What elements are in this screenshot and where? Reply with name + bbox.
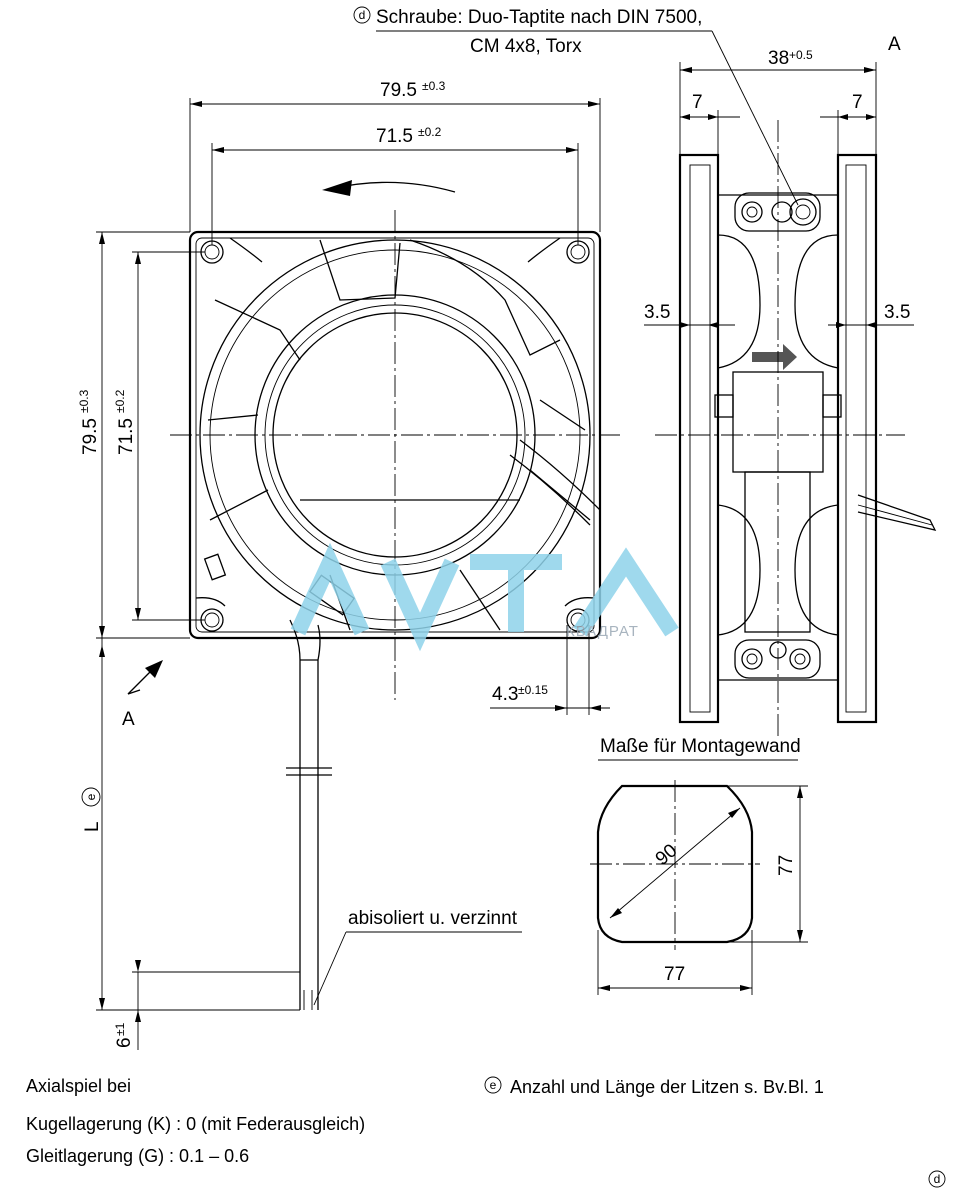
dim-outer-width: 79.5 xyxy=(380,80,417,101)
dim-flange-right: 7 xyxy=(852,92,863,113)
watermark-logo: КВАДРАТ xyxy=(290,542,679,652)
cutout-width: 77 xyxy=(664,964,685,985)
dim-outer-height-tol: ±0.3 xyxy=(77,389,91,413)
axial-title: Axialspiel bei xyxy=(26,1076,131,1096)
screw-note-marker-d: d xyxy=(359,8,366,22)
panel-cutout: Maße für Montagewand 90 77 77 xyxy=(590,736,808,995)
svg-text:e: e xyxy=(84,793,98,800)
svg-text:e: e xyxy=(490,1078,497,1092)
rotation-arrow xyxy=(334,181,456,193)
fan-side-view xyxy=(655,120,937,740)
screw-note: d Schraube: Duo-Taptite nach DIN 7500, C… xyxy=(353,6,799,206)
cutout-title: Maße für Montagewand xyxy=(600,736,801,757)
sleeve-bearing-note: Gleitlagerung (G) : 0.1 – 0.6 xyxy=(26,1146,249,1166)
notes: Axialspiel bei Kugellagerung (K) : 0 (mi… xyxy=(26,1076,946,1188)
ball-bearing-note: Kugellagerung (K) : 0 (mit Federausgleic… xyxy=(26,1114,365,1134)
lead-wire-2 xyxy=(317,624,321,1010)
watermark-subtitle: КВАДРАТ xyxy=(566,623,639,640)
lead-note: Anzahl und Länge der Litzen s. Bv.Bl. 1 xyxy=(510,1077,824,1097)
strip-label: abisoliert u. verzinnt xyxy=(348,908,518,929)
lead-length-label: L xyxy=(82,821,103,832)
venturi-outer-circle xyxy=(199,239,591,631)
view-arrow-label: A xyxy=(122,709,135,730)
lead-wire-1 xyxy=(289,619,301,1010)
rotation-arrowhead xyxy=(322,180,352,196)
dim-depth-tol: +0.5 xyxy=(789,48,813,62)
dim-inset-left: 3.5 xyxy=(644,302,670,323)
side-dimensions: 38 +0.5 7 7 3.5 3.5 xyxy=(644,48,914,328)
dim-hole-height-tol: ±0.2 xyxy=(113,389,127,413)
view-a-label: A xyxy=(888,34,901,55)
dim-hole-width-tol: ±0.2 xyxy=(418,125,442,139)
footer-marker-d: d xyxy=(934,1172,941,1186)
dim-hole-width: 71.5 xyxy=(376,126,413,147)
dim-inset-right: 3.5 xyxy=(884,302,910,323)
cutout-diameter: 90 xyxy=(652,840,682,870)
dim-flange-left: 7 xyxy=(692,92,703,113)
dim-hole-dia: 4.3 xyxy=(492,684,518,705)
dim-hole-dia-tol: ±0.15 xyxy=(518,683,548,697)
cutout-height: 77 xyxy=(776,855,797,876)
dim-hole-height: 71.5 xyxy=(116,418,137,455)
strip-length: 6 xyxy=(114,1037,135,1048)
front-dimensions: 79.5 ±0.3 71.5 ±0.2 79.5 ±0.3 71.5 ±0.2 xyxy=(77,79,610,1050)
screw-note-line2: CM 4x8, Torx xyxy=(470,36,582,57)
airflow-arrow xyxy=(752,344,797,370)
dim-outer-width-tol: ±0.3 xyxy=(422,79,446,93)
screw-note-line1: Schraube: Duo-Taptite nach DIN 7500, xyxy=(376,7,702,28)
strip-length-tol: ±1 xyxy=(113,1022,127,1036)
dim-outer-height: 79.5 xyxy=(80,418,101,455)
dim-depth: 38 xyxy=(768,48,789,69)
screw-leader-line xyxy=(711,30,799,206)
